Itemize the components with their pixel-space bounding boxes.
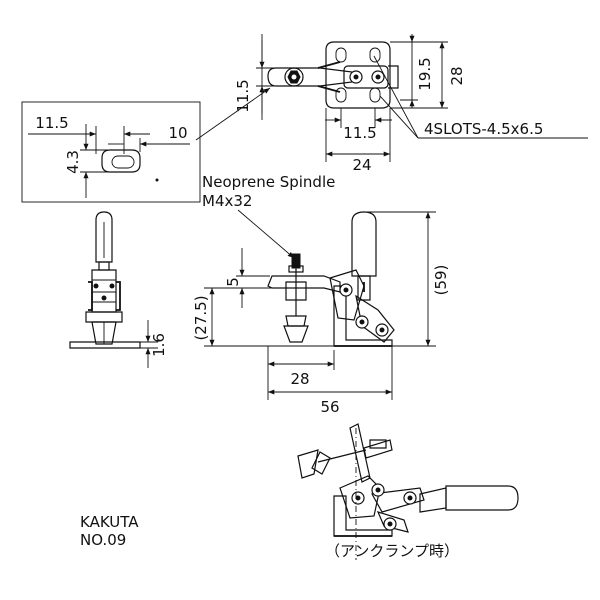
labels: 11.5 19.5 28 11.5 24 4SLOTS-4.5x6.5 11.5… [35, 57, 543, 560]
dim-5: 5 [224, 277, 242, 287]
unclamped-view [297, 423, 519, 560]
dim-top-11-5-vertical: 11.5 [234, 79, 252, 112]
dim-top-24: 24 [352, 156, 371, 174]
dim-56: 56 [320, 398, 339, 416]
unclamp-caption: （アンクランプ時） [325, 542, 459, 560]
top-view [267, 41, 399, 109]
top-view-dimensions [256, 34, 588, 162]
model-label: NO.09 [80, 531, 126, 549]
dim-59: (59) [432, 265, 450, 296]
dim-detail-4-3: 4.3 [64, 150, 82, 174]
side-view [69, 211, 158, 368]
front-view-dimensions [204, 209, 436, 400]
dim-27-5: (27.5) [192, 295, 210, 340]
dim-top-11-5-horizontal: 11.5 [343, 124, 376, 142]
spindle-size: M4x32 [202, 192, 252, 210]
dim-28: 28 [290, 370, 309, 388]
brand-label: KAKUTA [80, 513, 139, 531]
dim-detail-11-5: 11.5 [35, 114, 68, 132]
dim-top-19-5: 19.5 [416, 57, 434, 90]
spindle-label: Neoprene Spindle [202, 173, 335, 191]
dim-top-28: 28 [448, 66, 466, 85]
dim-side-1-6: 1.6 [150, 333, 168, 357]
dim-slots: 4SLOTS-4.5x6.5 [424, 120, 543, 138]
slot-detail [21, 87, 271, 203]
front-view [267, 211, 395, 347]
dim-detail-10: 10 [168, 124, 187, 142]
